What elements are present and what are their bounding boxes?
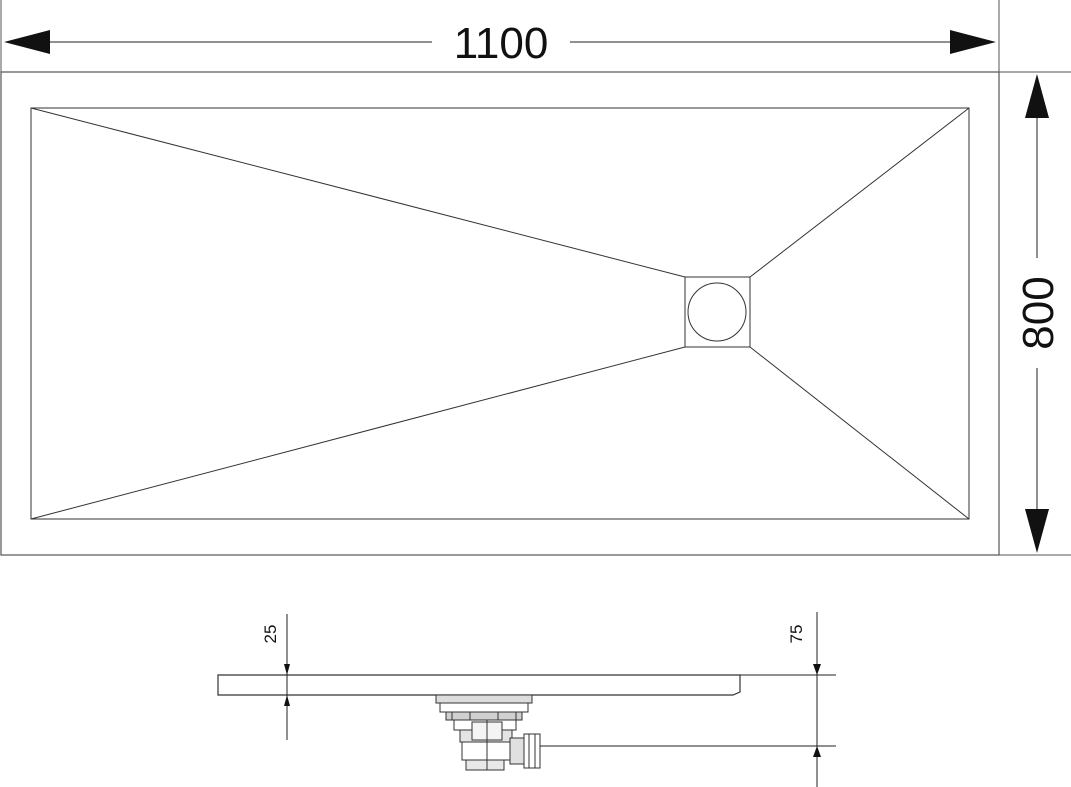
plan-view (0, 71, 1000, 556)
arrow-down-icon (284, 664, 290, 675)
width-dimension: 1100 (4, 19, 996, 68)
arrow-left-icon (4, 30, 50, 54)
drain-square (684, 276, 751, 348)
width-label: 1100 (454, 19, 549, 68)
total-height-label: 75 (787, 625, 806, 644)
tray-inner-basin (30, 107, 970, 520)
arrow-down-icon (1025, 509, 1049, 553)
tray-profile (217, 674, 741, 696)
total-height-dimension (540, 612, 836, 787)
arrow-up-icon (1025, 74, 1049, 118)
slope-lines (30, 107, 970, 520)
arrow-right-icon (950, 30, 996, 54)
tray-outer-edge (0, 71, 1000, 556)
thickness-label: 25 (261, 625, 280, 644)
height-label: 800 (1014, 276, 1063, 349)
waste-trap (435, 694, 541, 771)
side-view: 25 75 (217, 612, 836, 787)
arrow-up-icon (284, 695, 290, 706)
drain-circle (687, 282, 747, 342)
extension-lines (0, 0, 1071, 556)
thickness-dimension (284, 614, 290, 740)
arrow-up-icon (813, 746, 821, 757)
arrow-down-icon (813, 664, 821, 675)
height-dimension: 800 (1014, 74, 1063, 553)
